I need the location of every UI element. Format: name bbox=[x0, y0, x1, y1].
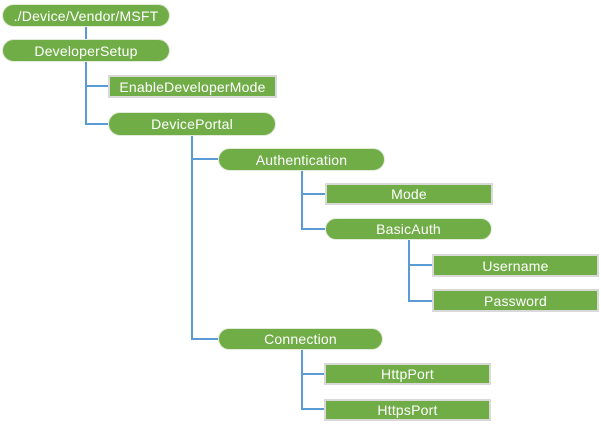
connector-developersetup-trunk bbox=[85, 62, 87, 125]
connector-deviceportal-trunk bbox=[191, 136, 193, 340]
tree-node-enabledevelopermode: EnableDeveloperMode bbox=[108, 75, 277, 98]
connector-branch-authentication bbox=[191, 158, 218, 160]
tree-node-httpsport: HttpsPort bbox=[324, 399, 491, 421]
connector-branch-deviceportal bbox=[85, 123, 108, 125]
tree-node-deviceportal: DevicePortal bbox=[108, 112, 276, 136]
connector-branch-httpsport bbox=[301, 408, 324, 410]
connector-branch-httpport bbox=[301, 373, 324, 375]
tree-node-httpport: HttpPort bbox=[324, 363, 491, 385]
connector-basicauth-trunk bbox=[408, 240, 410, 302]
connector-branch-password bbox=[408, 300, 432, 302]
tree-node-device-vendor-msft: ./Device/Vendor/MSFT bbox=[2, 4, 170, 27]
tree-node-basicauth: BasicAuth bbox=[325, 218, 492, 240]
tree-node-connection: Connection bbox=[218, 328, 383, 350]
connector-connection-trunk bbox=[301, 350, 303, 410]
connector-root-to-developersetup bbox=[85, 27, 87, 39]
connector-authentication-trunk bbox=[301, 171, 303, 230]
connector-branch-mode bbox=[301, 193, 325, 195]
connector-branch-username bbox=[408, 264, 432, 266]
tree-node-password: Password bbox=[432, 289, 599, 312]
connector-branch-connection bbox=[191, 338, 218, 340]
tree-node-username: Username bbox=[432, 254, 599, 277]
connector-branch-enabledevelopermode bbox=[85, 85, 108, 87]
tree-node-developersetup: DeveloperSetup bbox=[2, 39, 170, 62]
connector-branch-basicauth bbox=[301, 228, 325, 230]
tree-node-authentication: Authentication bbox=[218, 148, 385, 171]
tree-node-mode: Mode bbox=[325, 183, 493, 205]
